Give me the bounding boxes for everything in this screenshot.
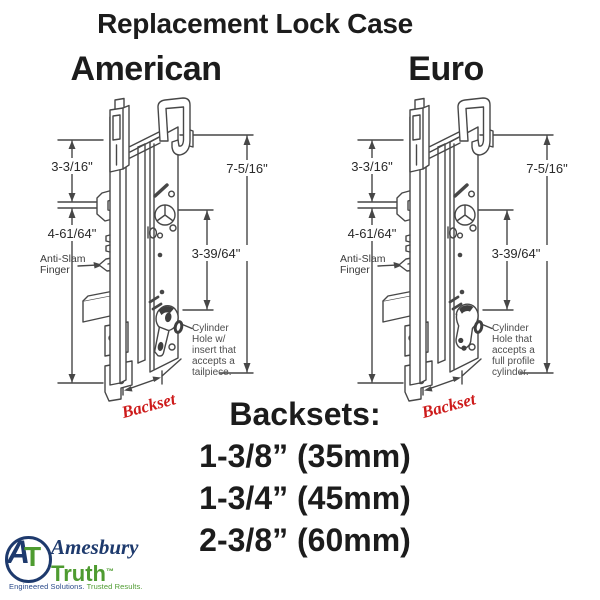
svg-text:accepts a: accepts a [492,345,535,356]
dimension-labels: 3-3/16" 4-61/64" 7-5/16" 3-39/64" [41,158,276,261]
american-cylinder-hole [153,305,179,357]
amesbury-truth-logo: A T Amesbury Truth™ Engineered Solutions… [5,534,165,596]
svg-text:cylinder.: cylinder. [492,367,529,378]
backset-item: 2-3/8” (60mm) [199,522,411,558]
dim-height-label: 7-5/16" [226,161,268,176]
logo-brand-amesbury: Amesbury [51,535,139,559]
dim-cylinder-label: 3-39/64" [192,246,241,261]
svg-text:Cylinder: Cylinder [492,323,529,334]
svg-text:accepts a: accepts a [192,356,235,367]
svg-text:insert that: insert that [192,345,236,356]
svg-text:Hole w/: Hole w/ [192,334,226,345]
svg-text:Anti-Slam: Anti-Slam [40,253,86,265]
heading-euro: Euro [408,50,484,88]
backsets-section: Backsets: 1-3/8” (35mm) 1-3/4” (45mm) 2-… [105,396,505,561]
euro-cylinder-hole [455,303,479,351]
logo-circle-icon [5,536,52,583]
logo-brand-truth-text: Truth [51,561,106,586]
svg-text:Hole that: Hole that [492,334,532,345]
svg-text:tailpiece.: tailpiece. [192,367,231,378]
anti-slam-label: Anti-Slam Finger [40,253,86,276]
trademark-symbol: ™ [106,567,114,576]
svg-text:Cylinder: Cylinder [192,323,229,334]
dimension-labels: 3-3/16" 4-61/64" 7-5/16" 3-39/64" [341,158,576,261]
euro-lock-diagram: 3-3/16" 4-61/64" 7-5/16" 3-39/64" Anti-S… [340,96,576,422]
backsets-heading: Backsets: [229,396,381,432]
dim-height-label: 7-5/16" [526,161,568,176]
tagline-part1: Engineered Solutions. [9,582,85,591]
backset-item: 1-3/4” (45mm) [199,480,411,516]
logo-monogram-a: A [7,534,31,570]
cylinder-note-american: Cylinder Hole w/ insert that accepts a t… [192,323,236,378]
dim-top-label: 3-3/16" [351,159,393,174]
heading-american: American [70,50,222,88]
tagline-part2: Trusted Results. [86,582,143,591]
anti-slam-label: Anti-Slam Finger [340,253,386,276]
cam-slot [173,320,184,334]
american-lock-diagram: 3-3/16" 4-61/64" 7-5/16" 3-39/64" Anti-S… [40,96,276,422]
page-title: Replacement Lock Case [97,8,413,39]
logo-monogram-t: T [24,541,42,572]
svg-text:Finger: Finger [340,264,370,276]
cam-slot [473,320,484,334]
dim-middle-label: 4-61/64" [348,226,397,241]
dim-cylinder-label: 3-39/64" [492,246,541,261]
svg-text:Finger: Finger [40,264,70,276]
logo-tagline: Engineered Solutions. Trusted Results. [9,582,143,591]
dim-middle-label: 4-61/64" [48,226,97,241]
backset-item: 1-3/8” (35mm) [199,438,411,474]
backsets-list: 1-3/8” (35mm) 1-3/4” (45mm) 2-3/8” (60mm… [105,435,505,561]
logo-brand-truth: Truth™ [51,561,139,587]
svg-text:Anti-Slam: Anti-Slam [340,253,386,265]
svg-text:full profile: full profile [492,356,535,367]
logo-wordmark: Amesbury Truth™ [51,535,139,587]
dim-top-label: 3-3/16" [51,159,93,174]
cylinder-note-euro: Cylinder Hole that accepts a full profil… [492,323,535,378]
